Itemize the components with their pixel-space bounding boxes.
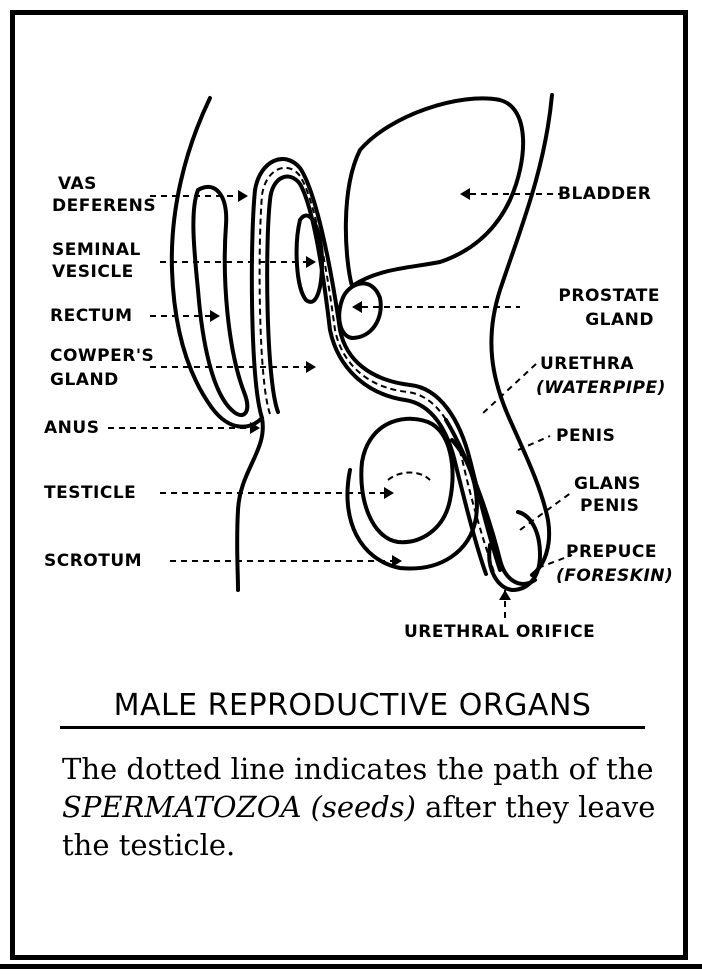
label-penis: PENIS <box>556 426 615 446</box>
label-seminal: SEMINAL <box>52 240 141 260</box>
label-prostate: PROSTATE <box>520 286 660 306</box>
label-prostate-gland: GLAND <box>520 310 654 330</box>
testicle-shape <box>361 419 452 542</box>
body-back-outline <box>172 98 263 590</box>
bladder-shape <box>346 98 523 286</box>
caption-part-1: The dotted line indicates the path of th… <box>62 752 654 786</box>
caption-text: The dotted line indicates the path of th… <box>62 750 662 864</box>
label-deferens: DEFERENS <box>52 196 156 216</box>
label-waterpipe: (WATERPIPE) <box>536 378 666 398</box>
label-rectum: RECTUM <box>50 306 133 326</box>
sperm-path <box>260 168 494 572</box>
label-cowpers: COWPER'S <box>50 346 154 366</box>
label-glans-penis: PENIS <box>580 496 639 516</box>
label-urethral-orifice: URETHRAL ORIFICE <box>404 622 595 642</box>
label-bladder: BLADDER <box>558 184 651 204</box>
label-scrotum: SCROTUM <box>44 551 142 571</box>
label-foreskin: (FORESKIN) <box>556 566 673 586</box>
label-anus: ANUS <box>44 418 99 438</box>
vas-deferens-tube <box>252 159 500 570</box>
label-prepuce: PREPUCE <box>566 542 657 562</box>
label-glans: GLANS <box>574 474 641 494</box>
caption-emphasis: SPERMATOZOA (seeds) <box>62 790 416 824</box>
label-urethra: URETHRA <box>540 354 634 374</box>
page-title: MALE REPRODUCTIVE ORGANS <box>60 688 645 729</box>
rectum-shape <box>193 187 247 415</box>
label-testicle: TESTICLE <box>44 483 136 503</box>
label-vas: VAS <box>58 174 97 194</box>
label-gland: GLAND <box>50 370 119 390</box>
label-vesicle: VESICLE <box>52 262 134 282</box>
bottom-rule <box>0 964 702 969</box>
